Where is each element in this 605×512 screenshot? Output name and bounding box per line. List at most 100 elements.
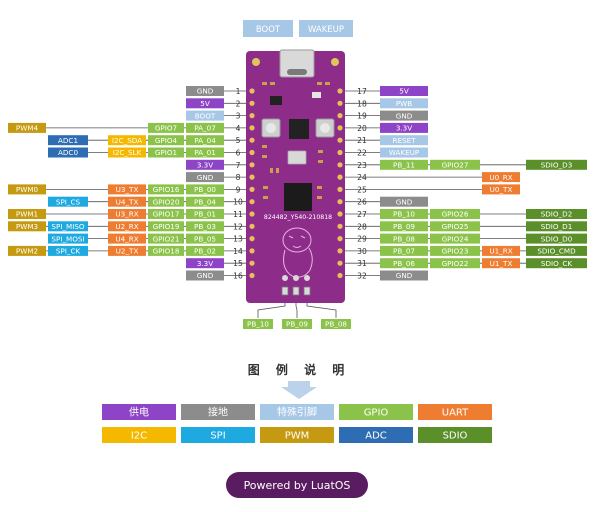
bottom-pin-2-box xyxy=(282,319,312,329)
left-pin-5-pa-04-label: PA_04 xyxy=(194,136,216,145)
left-pin-10-spi-cs-label: SPI_CS xyxy=(56,197,81,206)
bottom-pin-pb-10: PB_10 xyxy=(243,319,273,329)
right-pin-28-gpio25-label: GPIO25 xyxy=(442,222,469,231)
component-led xyxy=(312,92,321,98)
left-pin-11-gpio17-box xyxy=(148,209,184,219)
bottom-pin-pb-09: PB_09 xyxy=(282,319,312,329)
right-pin-29-pb-08-box xyxy=(380,233,428,244)
left-pin-4-pa-07-box xyxy=(186,122,224,133)
left-pin-11-pwm1-box xyxy=(8,209,46,219)
right-pin-31-u1-tx-label: U1_TX xyxy=(490,259,513,268)
left-pin-1-gnd-label: GND xyxy=(197,87,214,96)
right-pin-31-u1-tx-box xyxy=(482,258,520,269)
left-pin-5-adc1-box xyxy=(48,135,88,146)
right-pin-29-sdio-d0-label: SDIO_D0 xyxy=(541,234,573,243)
pin-number: 25 xyxy=(357,185,367,194)
pin-number: 20 xyxy=(357,124,367,133)
pin-number: 15 xyxy=(233,259,243,268)
right-pin-21-reset-label: RESET xyxy=(392,136,416,145)
right-pin-31-pb-06-label: PB_06 xyxy=(393,259,415,268)
left-pin-5-i2c-sda-box xyxy=(108,135,146,146)
boot-button-label: BOOT xyxy=(256,25,281,35)
left-pin-14-pb-02-box xyxy=(186,245,224,256)
left-pin-4-pwm4-label: PWM4 xyxy=(16,124,39,133)
right-pin-18-pwb-label: PWB xyxy=(396,99,412,108)
right-pin-31-sdio-ck-label: SDIO_CK xyxy=(541,259,572,268)
right-pin-22-wakeup-box xyxy=(380,147,428,158)
pcb xyxy=(246,51,345,303)
left-pin-14-u2-tx-label: U2_TX xyxy=(116,247,139,256)
legend-label-special: 特殊引脚 xyxy=(277,406,317,419)
right-pin-31-gpio22-label: GPIO22 xyxy=(442,259,469,268)
left-pin-7-3-3v-box xyxy=(186,159,224,170)
pin-number: 7 xyxy=(236,161,241,170)
right-pin-28-sdio-d1-label: SDIO_D1 xyxy=(541,222,573,231)
left-pin-13-pb-05-label: PB_05 xyxy=(194,234,216,243)
right-pin-32-gnd-box xyxy=(380,270,428,281)
right-pin-31-sdio-ck-box xyxy=(526,258,587,269)
legend-label-uart: UART xyxy=(442,408,469,419)
wakeup-button-label: WAKEUP xyxy=(308,25,344,35)
right-pin-29-gpio24-box xyxy=(430,233,480,244)
left-pin-14-spi-ck-box xyxy=(48,245,88,256)
left-pin-2: 5V 2 xyxy=(186,98,241,109)
left-pin-12-spi-miso-label: SPI_MISO xyxy=(51,222,84,231)
left-pin-4-gpio7-box xyxy=(148,122,184,133)
pin-number: 17 xyxy=(357,87,367,96)
right-pin-26-gnd-box xyxy=(380,196,428,207)
right-pin-20-3-3v-box xyxy=(380,122,428,133)
legend-label-pwm: PWM xyxy=(285,431,310,442)
pin-number: 8 xyxy=(236,173,241,182)
legend-swatch-spi xyxy=(181,427,255,443)
left-pin-12-spi-miso-box xyxy=(48,221,88,232)
left-pin-10-u4-tx-label: U4_TX xyxy=(116,197,139,206)
left-pin-9-pb-00-label: PB_00 xyxy=(194,185,216,194)
right-pin-27-sdio-d2-box xyxy=(526,209,587,219)
right-pin-20-3-3v-label: 3.3V xyxy=(396,124,412,133)
legend-label-adc: ADC xyxy=(365,431,387,442)
bottom-pin-3-label: PB_08 xyxy=(325,320,347,329)
right-pin-30-gpio23-label: GPIO23 xyxy=(442,247,469,256)
left-pin-12-u2-rx-box xyxy=(108,221,146,232)
left-pin-11-u3-rx-label: U3_RX xyxy=(115,210,138,219)
left-pin-12-pb-03-box xyxy=(186,221,224,232)
board-silkscreen: 824482_Y540-210818 xyxy=(264,214,332,221)
legend-swatch-sdio xyxy=(418,427,492,443)
right-pin-29-gpio24-label: GPIO24 xyxy=(442,234,469,243)
pin-number: 13 xyxy=(233,235,243,244)
legend-swatch-power xyxy=(102,404,176,420)
pin-number: 23 xyxy=(357,161,367,170)
legend-swatch-special xyxy=(260,404,334,420)
pin-number: 29 xyxy=(357,235,367,244)
left-pin-6-i2c-slk-label: I2C_SLK xyxy=(113,148,142,157)
legend-swatch-pwm xyxy=(260,427,334,443)
left-pin-2-5v-label: 5V xyxy=(200,99,210,108)
left-pin-11-u3-rx-box xyxy=(108,209,146,219)
legend-arrow xyxy=(281,381,317,399)
left-pin-14-u2-tx-box xyxy=(108,245,146,256)
left-pin-11-pwm1-label: PWM1 xyxy=(16,210,38,219)
left-pin-12-pwm3-label: PWM3 xyxy=(16,222,38,231)
left-pin-10-pb-04-box xyxy=(186,196,224,207)
left-pin-2-5v-box xyxy=(186,98,224,109)
left-pin-12-gpio19-label: GPIO19 xyxy=(153,222,180,231)
left-pin-13-gpio21-label: GPIO21 xyxy=(153,234,180,243)
left-pin-9-gpio16-label: GPIO16 xyxy=(153,185,180,194)
pin-number: 2 xyxy=(236,99,241,108)
left-pin-11-pb-01-box xyxy=(186,209,224,219)
right-pin-23-sdio-d3-label: SDIO_D3 xyxy=(541,161,573,170)
left-pin-5-pa-04-box xyxy=(186,135,224,146)
legend-title: 图 例 说 明 xyxy=(248,362,351,377)
